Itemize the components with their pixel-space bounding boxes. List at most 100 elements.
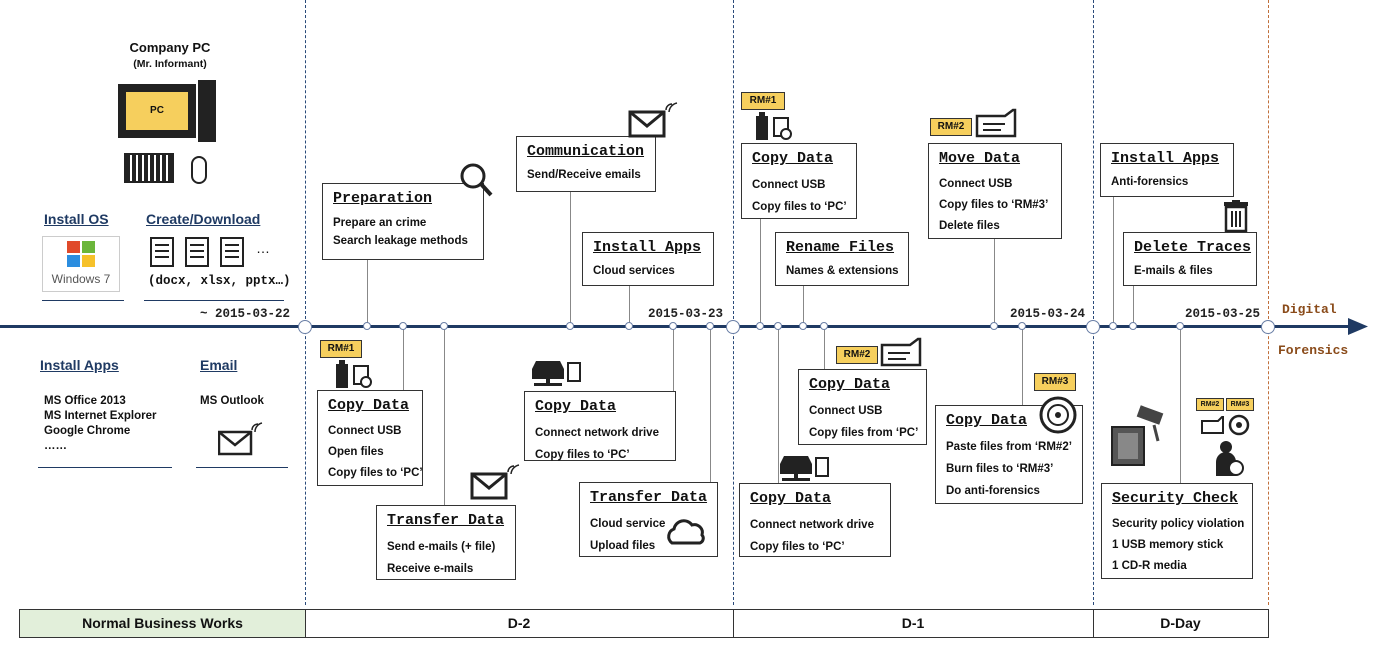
d1-copy-burn-card: Copy Data Paste files from ‘RM#2’ Burn f… [935, 405, 1083, 504]
d1-copy-net-card: Copy Data Connect network drive Copy fil… [739, 483, 891, 557]
preparation-card: Preparation Prepare an crime Search leak… [322, 183, 484, 260]
email-envelope-icon [218, 422, 263, 456]
d1-copy-net-item-1: Connect network drive [750, 519, 874, 531]
security-check-connector [1180, 326, 1181, 483]
security-check-card: Security Check Security policy violation… [1101, 483, 1253, 579]
d1-copy-usb-title: Copy Data [752, 150, 834, 167]
usb-drive-icon [336, 360, 372, 388]
separator-d1 [733, 0, 734, 605]
app-chrome: Google Chrome [44, 425, 131, 437]
d1-copy-usb-tag: RM#1 [741, 92, 785, 110]
d1-copy-rm2-title: Copy Data [809, 376, 891, 393]
transfer-email-item-2: Receive e-mails [387, 563, 474, 575]
rename-card: Rename Files Names & extensions [775, 232, 909, 286]
event-dot [363, 322, 371, 330]
event-dot [1129, 322, 1137, 330]
company-pc-title: Company PC [129, 40, 211, 55]
event-dot [820, 322, 828, 330]
d2-install-apps-title: Install Apps [593, 239, 702, 256]
d1-copy-usb-connector [760, 219, 761, 326]
date-2015-03-24: 2015-03-24 [1010, 307, 1086, 321]
documents-ellipsis: … [256, 240, 270, 256]
d2-install-apps-item-1: Cloud services [593, 265, 675, 277]
email-client: MS Outlook [200, 395, 264, 407]
transfer-email-connector [444, 326, 445, 505]
computer-tower-icon [198, 80, 216, 142]
preparation-item-2: Search leakage methods [333, 235, 468, 247]
d1-copy-rm2-item-2: Copy files from ‘PC’ [809, 427, 919, 439]
event-dot [440, 322, 448, 330]
security-camera-icon [1111, 405, 1164, 466]
trash-icon [1224, 200, 1248, 232]
mouse-icon [191, 156, 207, 184]
timeline-marker-2015-03-23 [726, 320, 740, 334]
d1-copy-burn-item-1: Paste files from ‘RM#2’ [946, 441, 1072, 453]
normal-install-apps-title: Install Apps [40, 357, 119, 373]
windows-logo-text: Windows 7 [51, 272, 111, 286]
create-download-divider [144, 300, 284, 301]
date-2015-03-23: 2015-03-23 [648, 307, 724, 321]
d2-copy-usb-tag: RM#1 [320, 340, 362, 358]
phase-dday: D-Day [1093, 609, 1269, 638]
event-dot [1018, 322, 1026, 330]
move-title: Move Data [939, 150, 1021, 167]
communication-card: Communication Send/Receive emails [516, 136, 656, 192]
delete-traces-connector [1133, 286, 1134, 326]
d2-install-apps-card: Install Apps Cloud services [582, 232, 714, 286]
communication-title: Communication [527, 143, 645, 160]
d2-copy-usb-title: Copy Data [328, 397, 410, 414]
rename-item-1: Names & extensions [786, 265, 899, 277]
d1-copy-usb-card: Copy Data Connect USB Copy files to ‘PC’ [741, 143, 857, 219]
date-2015-03-22: ~ 2015-03-22 [200, 307, 291, 321]
d2-copy-usb-item-3: Copy files to ‘PC’ [328, 467, 423, 479]
timeline-arrow-icon [1348, 318, 1368, 335]
timeline-marker-2015-03-24 [1086, 320, 1100, 334]
keyboard-icon [124, 153, 174, 183]
preparation-item-1: Prepare an crime [333, 217, 427, 229]
digital-forensics-line1: Digital [1282, 302, 1337, 317]
d2-copy-usb-card: Copy Data Connect USB Open files Copy fi… [317, 390, 423, 486]
rename-connector [803, 286, 804, 326]
normal-install-apps-divider [38, 467, 172, 468]
preparation-connector [367, 260, 368, 326]
d2-copy-net-connector [673, 326, 674, 391]
d1-copy-net-item-2: Copy files to ‘PC’ [750, 541, 845, 553]
transfer-email-title: Transfer Data [387, 512, 505, 529]
dday-install-apps-connector [1113, 197, 1114, 326]
transfer-cloud-item-1: Cloud service [590, 518, 666, 530]
d2-copy-net-card: Copy Data Connect network drive Copy fil… [524, 391, 676, 461]
app-ie: MS Internet Explorer [44, 410, 157, 422]
separator-forensics [1268, 0, 1269, 605]
person-icon [1216, 441, 1244, 476]
transfer-cloud-item-2: Upload files [590, 540, 656, 552]
event-dot [756, 322, 764, 330]
move-card: Move Data Connect USB Copy files to ‘RM#… [928, 143, 1062, 239]
dday-drive-icon [1201, 416, 1224, 434]
d2-copy-usb-item-1: Connect USB [328, 425, 402, 437]
transfer-cloud-title: Transfer Data [590, 489, 708, 506]
event-dot [706, 322, 714, 330]
email-divider [196, 467, 288, 468]
event-dot [990, 322, 998, 330]
move-item-1: Connect USB [939, 178, 1013, 190]
security-check-item-1: Security policy violation [1112, 518, 1245, 530]
dday-tag-rm3: RM#3 [1226, 398, 1254, 411]
event-dot [625, 322, 633, 330]
dday-install-apps-card: Install Apps Anti-forensics [1100, 143, 1234, 197]
d1-copy-rm2-tag: RM#2 [836, 346, 878, 364]
communication-connector [570, 192, 571, 326]
d1-copy-rm2-card: Copy Data Connect USB Copy files from ‘P… [798, 369, 927, 445]
communication-item-1: Send/Receive emails [527, 169, 641, 181]
move-connector [994, 239, 995, 326]
d1-copy-net-connector [778, 326, 779, 483]
d1-copy-burn-tag: RM#3 [1034, 373, 1076, 391]
event-dot [799, 322, 807, 330]
move-item-2: Copy files to ‘RM#3’ [939, 199, 1049, 211]
move-tag: RM#2 [930, 118, 972, 136]
event-dot [774, 322, 782, 330]
d2-copy-net-item-1: Connect network drive [535, 427, 659, 439]
d2-copy-net-title: Copy Data [535, 398, 617, 415]
transfer-email-item-1: Send e-mails (+ file) [387, 541, 496, 553]
normal-install-apps-list: MS Office 2013 MS Internet Explorer Goog… [44, 394, 156, 454]
transfer-cloud-connector [710, 326, 711, 482]
